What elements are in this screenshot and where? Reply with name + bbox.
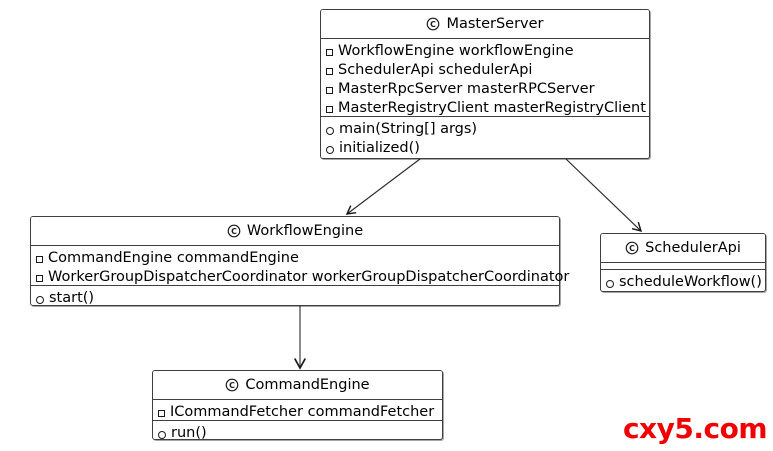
class-title-workflow-engine: C WorkflowEngine	[31, 217, 559, 245]
attribute-marker-icon	[326, 106, 333, 113]
method-marker-icon	[158, 430, 166, 439]
class-name-label: SchedulerApi	[645, 240, 741, 256]
svg-text:C: C	[229, 381, 235, 390]
class-box-workflow-engine[interactable]: C WorkflowEngine CommandEngine commandEn…	[30, 216, 569, 307]
attribute-marker-icon	[326, 68, 333, 75]
attribute-marker-icon	[36, 275, 43, 282]
method-label: main(String[] args)	[339, 121, 478, 137]
attribute-label: MasterRpcServer masterRPCServer	[338, 81, 595, 97]
connector-masterserver-to-schedulerapi	[565, 158, 643, 233]
class-c-icon: C	[625, 241, 639, 255]
watermark-text: cxy5.com	[622, 412, 768, 445]
class-title-command-engine: C CommandEngine	[153, 371, 442, 399]
attributes-compartment-master-server: WorkflowEngine workflowEngine SchedulerA…	[321, 38, 649, 116]
svg-text:C: C	[629, 244, 635, 253]
method-label: start()	[49, 290, 95, 306]
attributes-compartment-workflow-engine: CommandEngine commandEngine WorkerGroupD…	[31, 245, 569, 287]
method-row: initialized()	[326, 139, 644, 158]
connector-masterserver-to-workflowengine	[345, 158, 421, 215]
methods-compartment-master-server: main(String[] args) initialized()	[321, 116, 649, 159]
attribute-row: WorkerGroupDispatcherCoordinator workerG…	[36, 268, 569, 287]
attributes-compartment-command-engine: ICommandFetcher commandFetcher	[153, 399, 442, 420]
attribute-label: WorkflowEngine workflowEngine	[338, 43, 574, 59]
attribute-label: MasterRegistryClient masterRegistryClien…	[338, 100, 646, 116]
attribute-row: SchedulerApi schedulerApi	[326, 61, 644, 80]
class-name-label: CommandEngine	[245, 377, 370, 393]
class-box-master-server[interactable]: C MasterServer WorkflowEngine workflowEn…	[320, 9, 650, 159]
class-box-command-engine[interactable]: C CommandEngine ICommandFetcher commandF…	[152, 370, 443, 442]
method-marker-icon	[606, 279, 614, 288]
class-c-icon: C	[227, 224, 241, 238]
attribute-marker-icon	[326, 87, 333, 94]
class-box-scheduler-api[interactable]: C SchedulerApi scheduleWorkflow()	[600, 233, 766, 292]
attribute-label: ICommandFetcher commandFetcher	[170, 404, 435, 420]
method-marker-icon	[326, 145, 334, 154]
method-label: scheduleWorkflow()	[619, 274, 762, 290]
class-c-icon: C	[225, 378, 239, 392]
svg-text:C: C	[231, 227, 237, 236]
attribute-row: MasterRegistryClient masterRegistryClien…	[326, 99, 646, 118]
attribute-marker-icon	[36, 256, 43, 263]
attribute-row: WorkflowEngine workflowEngine	[326, 42, 644, 61]
attribute-row: CommandEngine commandEngine	[36, 249, 554, 268]
method-row: main(String[] args)	[326, 120, 644, 139]
attribute-marker-icon	[158, 410, 165, 417]
methods-compartment-command-engine: run()	[153, 420, 442, 442]
attribute-marker-icon	[326, 49, 333, 56]
method-label: run()	[171, 425, 207, 441]
method-marker-icon	[36, 295, 44, 304]
attribute-row: ICommandFetcher commandFetcher	[158, 403, 437, 422]
attribute-row: MasterRpcServer masterRPCServer	[326, 80, 644, 99]
class-name-label: WorkflowEngine	[246, 223, 364, 239]
method-row: start()	[36, 289, 554, 308]
class-title-master-server: C MasterServer	[321, 10, 649, 38]
attribute-label: WorkerGroupDispatcherCoordinator workerG…	[48, 269, 570, 285]
method-label: initialized()	[339, 140, 420, 156]
attribute-label: SchedulerApi schedulerApi	[338, 62, 533, 78]
methods-compartment-scheduler-api: scheduleWorkflow()	[601, 269, 765, 291]
class-name-label: MasterServer	[446, 16, 544, 32]
attributes-compartment-scheduler-api	[601, 262, 765, 269]
class-title-scheduler-api: C SchedulerApi	[601, 234, 765, 262]
method-row: scheduleWorkflow()	[606, 273, 762, 292]
attribute-label: CommandEngine commandEngine	[48, 250, 299, 266]
class-c-icon: C	[426, 17, 440, 31]
methods-compartment-workflow-engine: start()	[31, 285, 559, 307]
svg-text:C: C	[431, 20, 437, 29]
method-row: run()	[158, 424, 437, 443]
method-marker-icon	[326, 126, 334, 135]
